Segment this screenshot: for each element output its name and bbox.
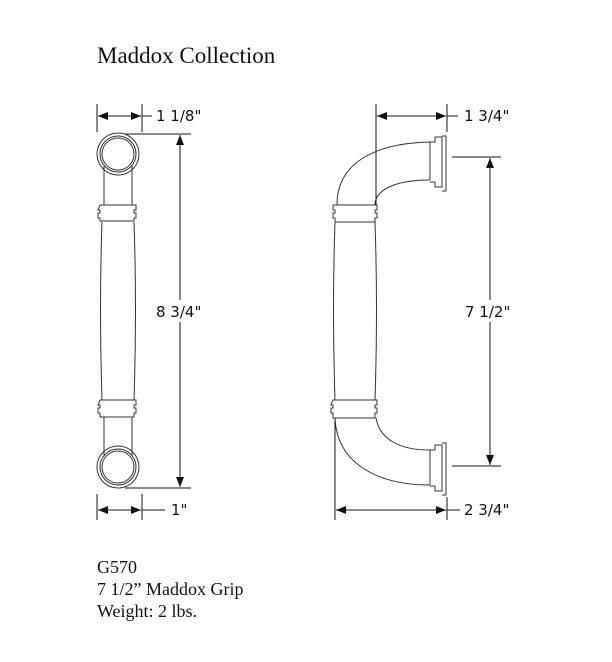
- front-view-grip: [96, 132, 140, 489]
- collection-title: Maddox Collection: [97, 43, 276, 68]
- dim-side-depth: 2 3/4": [464, 501, 509, 519]
- dim-side-projection: 1 3/4": [464, 107, 509, 125]
- dim-front-width-bottom: 1": [171, 501, 187, 519]
- dim-front-width-top: 1 1/8": [156, 107, 201, 125]
- dim-side-center-to-center: 7 1/2": [465, 303, 510, 321]
- front-dimensions: [96, 104, 191, 520]
- product-sku: G570: [97, 557, 137, 577]
- product-weight: Weight: 2 lbs.: [97, 601, 198, 621]
- side-view-grip: [330, 135, 447, 496]
- side-dimensions: [334, 104, 501, 520]
- product-name: 7 1/2” Maddox Grip: [97, 579, 244, 599]
- dim-front-height: 8 3/4": [156, 303, 201, 321]
